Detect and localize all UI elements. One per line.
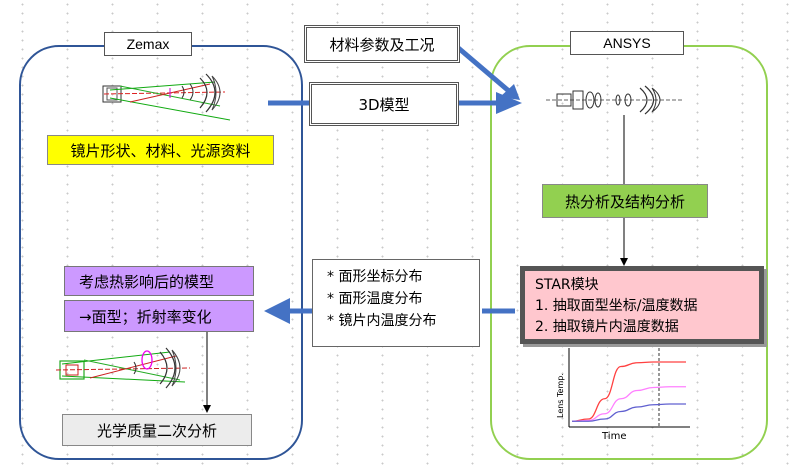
ansys-lens-diagram xyxy=(546,85,684,115)
surface-index-change-box: →面型；折射率变化 xyxy=(64,300,254,332)
arrowhead-thermal-to-star xyxy=(620,258,628,266)
star-module-item-2: 2. 抽取镜片内温度数据 xyxy=(535,319,679,335)
arrowhead-to-zemax xyxy=(264,298,290,324)
zemax-lens-diagram-bottom xyxy=(55,347,191,389)
ansys-panel-title: ANSYS xyxy=(570,31,684,55)
output-list-item: * 镜片内温度分布 xyxy=(327,313,437,329)
zemax-lens-diagram-top xyxy=(102,73,231,121)
lens-info-box: 镜片形状、材料、光源资料 xyxy=(47,135,274,165)
arrow-material-to-ansys xyxy=(454,44,512,94)
zemax-panel-title: Zemax xyxy=(104,32,192,56)
arrowhead-model-to-analysis xyxy=(203,405,211,413)
chart-x-label: Time xyxy=(601,431,626,442)
output-list-box: * 面形坐标分布 * 面形温度分布 * 镜片内温度分布 xyxy=(312,259,480,347)
chart-series-line-2 xyxy=(571,386,686,422)
chart-series-line-1 xyxy=(571,361,686,422)
thermal-model-box: 考虑热影响后的模型 xyxy=(64,266,254,296)
lens-temp-chart: Time Lens Temp. xyxy=(556,348,690,442)
material-params-box: 材料参数及工况 xyxy=(304,25,460,63)
output-list-item: * 面形坐标分布 xyxy=(327,269,423,285)
arrowhead-3d-model xyxy=(496,92,522,114)
secondary-analysis-box: 光学质量二次分析 xyxy=(62,414,252,446)
chart-series-line-3 xyxy=(571,403,686,422)
3d-model-box: 3D模型 xyxy=(309,82,459,126)
thermal-analysis-box: 热分析及结构分析 xyxy=(542,184,708,218)
star-module-box: STAR模块 1. 抽取面型坐标/温度数据 2. 抽取镜片内温度数据 xyxy=(520,266,764,344)
star-module-item-1: 1. 抽取面型坐标/温度数据 xyxy=(535,298,698,314)
star-module-title: STAR模块 xyxy=(535,277,599,293)
output-list-item: * 面形温度分布 xyxy=(327,291,423,307)
chart-y-label: Lens Temp. xyxy=(556,373,565,418)
